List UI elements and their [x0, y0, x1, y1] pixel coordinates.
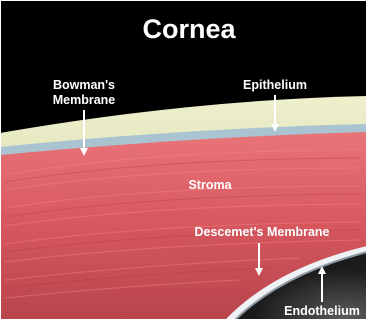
diagram-title: Cornea [142, 14, 236, 44]
label-stroma: Stroma [188, 178, 232, 192]
label-descemets: Descemet's Membrane [195, 225, 330, 239]
label-bowmans-line1: Bowman's [53, 78, 115, 92]
label-endothelium: Endothelium [284, 304, 360, 318]
label-bowmans-line2: Membrane [53, 93, 116, 107]
label-epithelium: Epithelium [243, 78, 307, 92]
